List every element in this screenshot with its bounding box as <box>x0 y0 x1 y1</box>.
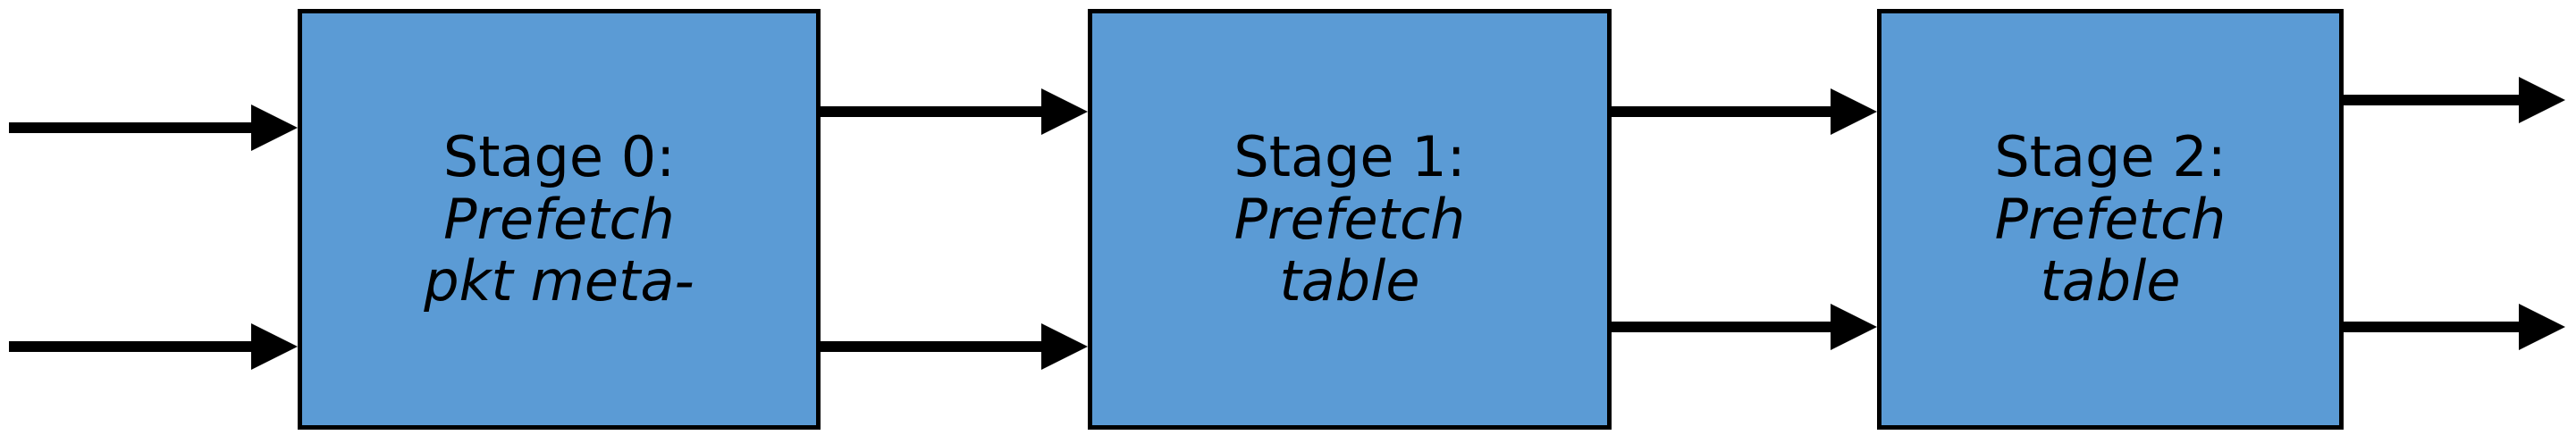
stage-0-subtitle-line-2: pkt meta- <box>424 248 695 314</box>
arrow-head-icon <box>2519 77 2565 123</box>
arrow-shaft <box>821 106 1041 117</box>
arrow-head-icon <box>1831 88 1877 135</box>
arrow-shaft <box>821 341 1041 352</box>
stage-2-title: Stage 2: <box>1994 124 2227 190</box>
stage-1-subtitle-line-2: table <box>1279 248 1420 314</box>
arrow-head-icon <box>1831 304 1877 350</box>
arrow-shaft <box>1612 106 1831 117</box>
arrow-head-icon <box>1041 323 1088 370</box>
arrow-head-icon <box>251 323 298 370</box>
arrow-shaft <box>1612 322 1831 332</box>
stage-box-0[interactable]: Stage 0: Prefetch pkt meta- <box>298 9 821 430</box>
stage-box-2[interactable]: Stage 2: Prefetch table <box>1877 9 2344 430</box>
arrow-head-icon <box>2519 304 2565 350</box>
stage-2-subtitle-line-1: Prefetch <box>1994 186 2227 252</box>
arrow-shaft <box>9 122 251 133</box>
stage-0-title: Stage 0: <box>442 124 676 190</box>
arrow-head-icon <box>251 105 298 151</box>
arrow-shaft <box>9 341 251 352</box>
stage-0-subtitle-line-1: Prefetch <box>443 186 675 252</box>
stage-box-1[interactable]: Stage 1: Prefetch table <box>1088 9 1612 430</box>
stage-1-subtitle-line-1: Prefetch <box>1233 186 1466 252</box>
stage-2-subtitle-line-2: table <box>2040 248 2181 314</box>
arrow-shaft <box>2344 95 2519 105</box>
arrow-head-icon <box>1041 88 1088 135</box>
arrow-shaft <box>2344 322 2519 332</box>
stage-1-title: Stage 1: <box>1233 124 1466 190</box>
